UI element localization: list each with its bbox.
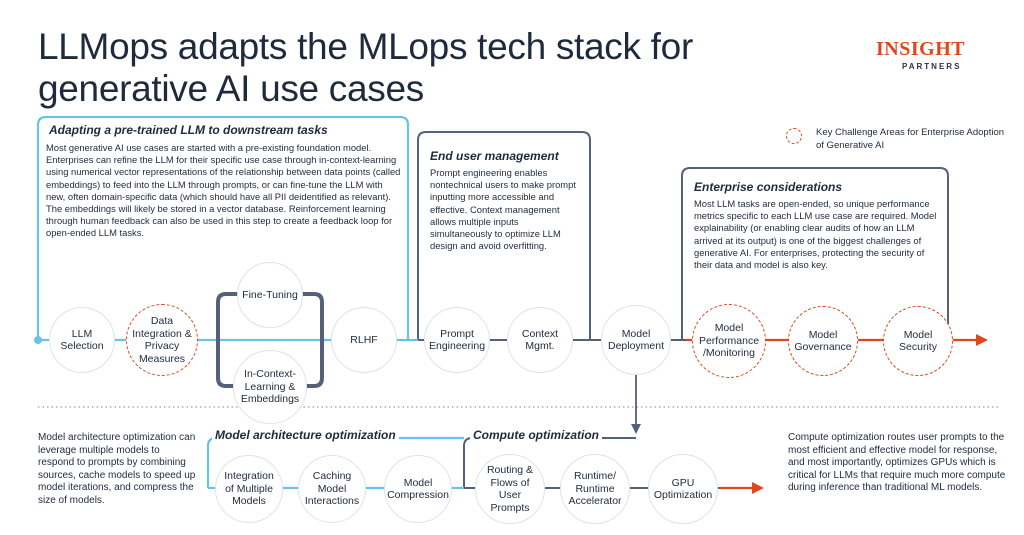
node-fine-tuning-label: Fine-Tuning	[242, 288, 298, 301]
node-runtime-accelerator: Runtime/ Runtime Accelerator	[560, 454, 630, 524]
node-routing-user-prompts-label: Routing & Flows of User Prompts	[486, 464, 534, 514]
node-model-performance-label: Model Performance /Monitoring	[698, 322, 760, 360]
main-flow-arrowhead	[976, 334, 988, 346]
node-integration-multiple-models-label: Integration of Multiple Models	[224, 470, 274, 508]
compute-section-title: Compute optimization	[470, 428, 602, 442]
end-user-section-title: End user management	[430, 149, 559, 163]
node-model-compression: Model Compression	[384, 455, 452, 523]
node-in-context-learning-label: In-Context-Learning & Embeddings	[240, 368, 300, 406]
node-context-mgmt: Context Mgmt.	[507, 307, 573, 373]
deployment-down-arrowhead	[631, 424, 641, 434]
node-model-deployment: Model Deployment	[601, 305, 671, 375]
node-data-integration: Data Integration & Privacy Measures	[126, 304, 198, 376]
node-rlhf: RLHF	[331, 307, 397, 373]
node-data-integration-label: Data Integration & Privacy Measures	[132, 315, 192, 365]
model-arch-side-text: Model architecture optimization can leve…	[38, 432, 196, 506]
node-gpu-optimization: GPU Optimization	[648, 454, 718, 524]
node-model-deployment-label: Model Deployment	[607, 327, 665, 353]
logo-insight: INSIGHT	[876, 38, 966, 60]
node-model-governance: Model Governance	[788, 306, 858, 376]
node-fine-tuning: Fine-Tuning	[237, 262, 303, 328]
branch-bracket-left	[216, 292, 244, 388]
node-rlhf-label: RLHF	[350, 333, 378, 346]
branch-bracket-right	[296, 292, 324, 388]
adapting-section-outline	[36, 115, 410, 340]
node-prompt-engineering-label: Prompt Engineering	[428, 327, 486, 353]
enterprise-section-outline	[681, 167, 949, 340]
page-title-line-2: generative AI use cases	[38, 68, 424, 109]
page-title-line-1: LLMops adapts the MLops tech stack for	[38, 26, 693, 67]
model-arch-section-title: Model architecture optimization	[212, 428, 399, 442]
node-in-context-learning: In-Context-Learning & Embeddings	[233, 350, 307, 424]
node-model-security: Model Security	[883, 306, 953, 376]
node-llm-selection-label: LLM Selection	[60, 327, 104, 353]
adapting-section-title: Adapting a pre-trained LLM to downstream…	[46, 123, 331, 137]
adapting-section-body: Most generative AI use cases are started…	[46, 142, 401, 239]
bottom-flow-arrowhead	[752, 482, 764, 494]
node-model-compression-label: Model Compression	[387, 476, 449, 502]
node-model-security-label: Model Security	[899, 328, 937, 354]
page-title: LLMops adapts the MLops tech stack for g…	[38, 26, 758, 110]
node-caching-model-interactions-label: Caching Model Interactions	[304, 470, 360, 508]
node-prompt-engineering: Prompt Engineering	[424, 307, 490, 373]
node-gpu-optimization-label: GPU Optimization	[653, 476, 713, 502]
node-routing-user-prompts: Routing & Flows of User Prompts	[475, 454, 545, 524]
compute-side-text: Compute optimization routes user prompts…	[788, 432, 1006, 494]
logo-partners: PARTNERS	[902, 62, 962, 71]
end-user-section-outline	[417, 131, 591, 340]
node-context-mgmt-label: Context Mgmt.	[521, 327, 559, 353]
node-integration-multiple-models: Integration of Multiple Models	[215, 455, 283, 523]
legend-label: Key Challenge Areas for Enterprise Adopt…	[816, 127, 1005, 151]
node-model-performance: Model Performance /Monitoring	[692, 304, 766, 378]
end-user-section-body: Prompt engineering enables nontechnical …	[430, 167, 576, 252]
node-runtime-accelerator-label: Runtime/ Runtime Accelerator	[568, 470, 622, 508]
node-caching-model-interactions: Caching Model Interactions	[298, 455, 366, 523]
dashed-circle-legend-icon	[786, 128, 802, 144]
enterprise-section-title: Enterprise considerations	[694, 180, 843, 194]
enterprise-section-body: Most LLM tasks are open-ended, so unique…	[694, 198, 937, 271]
node-llm-selection: LLM Selection	[49, 307, 115, 373]
node-model-governance-label: Model Governance	[794, 328, 852, 354]
